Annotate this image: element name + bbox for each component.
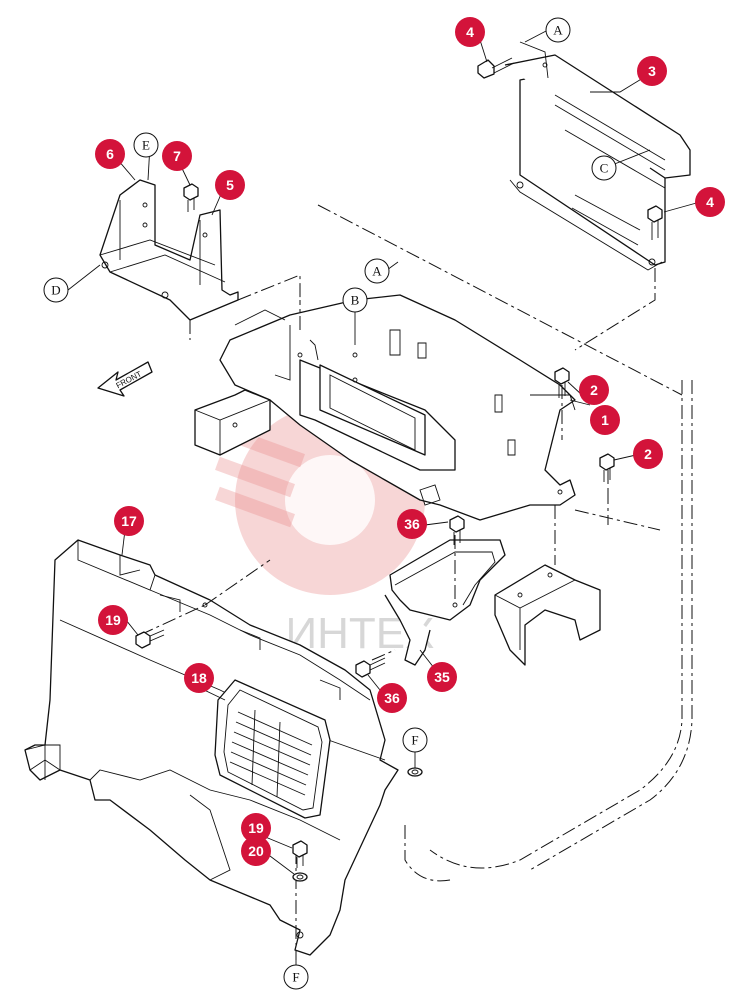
left-support-stand <box>194 389 271 456</box>
callout-4-right: 4 <box>695 187 725 217</box>
ref-letter-d: D <box>43 277 69 303</box>
callout-7: 7 <box>162 141 192 171</box>
svg-text:2: 2 <box>644 446 652 462</box>
svg-text:6: 6 <box>106 146 114 162</box>
part-35-lower-bracket <box>384 535 506 666</box>
callout-6: 6 <box>95 139 125 169</box>
ref-letter-e: E <box>133 132 159 158</box>
right-support-block <box>494 490 661 666</box>
ref-letter-a-middle: A <box>364 258 390 284</box>
callout-18: 18 <box>184 663 214 693</box>
svg-text:1: 1 <box>601 412 609 428</box>
part-1-main-frame <box>219 294 576 521</box>
callout-35: 35 <box>427 662 457 692</box>
svg-text:C: C <box>600 161 609 176</box>
part-17-rear-panel <box>24 539 399 956</box>
svg-text:19: 19 <box>248 820 264 836</box>
svg-text:17: 17 <box>121 513 137 529</box>
svg-text:7: 7 <box>173 148 181 164</box>
ref-letter-b: B <box>342 287 368 313</box>
part-3-bracket-plate <box>504 41 691 351</box>
bolt-36-upper-icon <box>449 515 465 545</box>
callout-3: 3 <box>637 56 667 86</box>
svg-text:4: 4 <box>466 24 474 40</box>
bolt-19-lower-icon <box>292 840 308 868</box>
callout-17: 17 <box>114 506 144 536</box>
bolts <box>135 57 663 882</box>
bolt-7-icon <box>183 183 199 212</box>
part-18-grille <box>214 679 331 819</box>
washer-20-icon <box>292 872 308 882</box>
svg-text:35: 35 <box>434 669 450 685</box>
washer-f-icon <box>407 767 423 777</box>
callout-2-lower: 2 <box>633 439 663 469</box>
ref-letter-f-bottom: F <box>283 964 309 990</box>
bolt-2-lower-icon <box>599 453 615 482</box>
svg-text:2: 2 <box>590 382 598 398</box>
svg-text:19: 19 <box>105 612 121 628</box>
svg-text:5: 5 <box>226 177 234 193</box>
svg-text:18: 18 <box>191 670 207 686</box>
svg-text:36: 36 <box>384 690 400 706</box>
svg-text:B: B <box>351 293 360 308</box>
svg-text:A: A <box>553 23 563 38</box>
bolt-4-top-icon <box>477 57 515 79</box>
ref-letter-a-top: A <box>545 17 571 43</box>
svg-text:4: 4 <box>706 194 714 210</box>
part-5-6-bracket <box>99 179 301 340</box>
cab-outline <box>317 204 693 882</box>
svg-text:E: E <box>142 138 150 153</box>
callout-5: 5 <box>215 170 245 200</box>
ref-letter-c: C <box>591 155 617 181</box>
callout-20: 20 <box>241 836 271 866</box>
bolt-2-upper-icon <box>554 367 570 398</box>
bolt-4-right-icon <box>647 205 663 240</box>
svg-text:3: 3 <box>648 63 656 79</box>
bolt-36-lower-icon <box>355 657 386 678</box>
svg-text:20: 20 <box>248 843 264 859</box>
callout-1: 1 <box>590 405 620 435</box>
svg-text:F: F <box>411 733 418 748</box>
ref-letter-f-right: F <box>402 727 428 753</box>
front-direction-arrow: FRONT <box>97 361 153 397</box>
callout-19-lower: 19 <box>241 813 271 843</box>
svg-text:36: 36 <box>404 516 420 532</box>
callout-19-left: 19 <box>98 605 128 635</box>
svg-text:A: A <box>372 264 382 279</box>
callout-36-lower: 36 <box>377 683 407 713</box>
assembly-lines <box>139 385 609 960</box>
svg-text:F: F <box>292 970 299 985</box>
callout-2-upper: 2 <box>579 375 609 405</box>
callout-4-top: 4 <box>455 17 485 47</box>
svg-text:D: D <box>51 283 60 298</box>
bolt-19-left-icon <box>135 629 165 649</box>
callout-36-upper: 36 <box>397 509 427 539</box>
